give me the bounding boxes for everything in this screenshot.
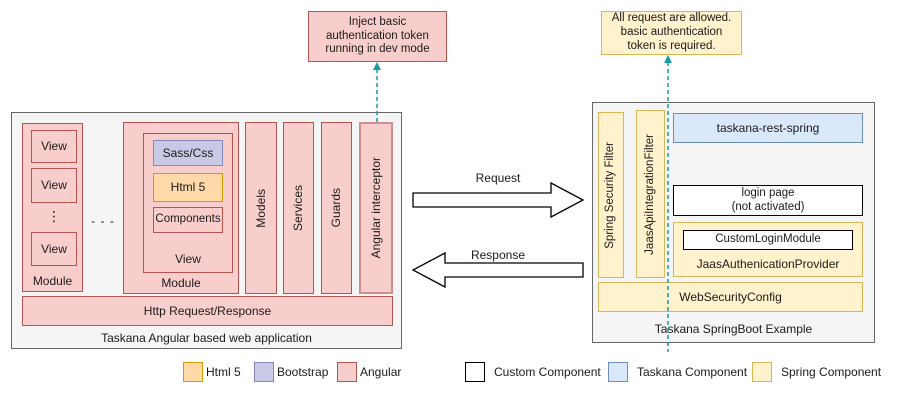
spring-security-filter-label: Spring Security Filter — [604, 141, 617, 249]
web-security-config-label: WebSecurityConfig — [679, 289, 782, 304]
legend-spring-component-label: Spring Component — [781, 365, 882, 379]
right-note-arrowhead — [664, 55, 672, 63]
note-all-requests-line1: All request are allowed. — [611, 12, 732, 25]
services-column: Services — [283, 122, 314, 294]
html5-label: Html 5 — [170, 180, 206, 195]
left-note-arrowhead — [373, 62, 381, 70]
legend-spring-component-swatch — [752, 362, 772, 382]
note-dev-token-text: Inject basic authentication token runnin… — [325, 15, 430, 56]
angular-interceptor-label: Angular interceptor — [368, 157, 383, 259]
legend-taskana-component: Taskana Component — [608, 362, 747, 382]
components-box: Components — [153, 207, 223, 233]
legend-html5-swatch — [183, 362, 203, 382]
legend-bootstrap: Bootstrap — [254, 362, 328, 382]
legend-bootstrap-label: Bootstrap — [277, 365, 329, 379]
view-box-1-label: View — [41, 139, 67, 154]
legend-html5: Html 5 — [183, 362, 241, 382]
custom-login-module-box: CustomLoginModule — [683, 230, 853, 250]
html5-box: Html 5 — [153, 173, 223, 202]
view-box-2-label: View — [41, 178, 67, 193]
legend-html5-label: Html 5 — [206, 365, 241, 379]
note-all-requests-line2: basic authentication — [620, 26, 723, 39]
taskana-rest-spring-box: taskana-rest-spring — [673, 113, 863, 143]
legend-taskana-component-label: Taskana Component — [637, 365, 748, 379]
sass-css-label: Sass/Css — [162, 145, 214, 160]
legend-angular: Angular — [337, 362, 401, 382]
jaas-api-integration-filter-label: JaasApiIntegrationFilter — [643, 133, 656, 255]
legend-taskana-component-swatch — [608, 362, 628, 382]
view-box-3: View — [31, 232, 77, 266]
note-all-requests: All request are allowed. basic authentic… — [601, 11, 742, 55]
request-label: Request — [475, 171, 521, 185]
response-label: Response — [470, 248, 526, 262]
web-security-config-box: WebSecurityConfig — [598, 282, 863, 312]
view-box-3-label: View — [41, 241, 67, 256]
module-2-view-label: View — [175, 252, 201, 266]
view-box-1: View — [31, 130, 77, 163]
legend-custom-component: Custom Component — [465, 362, 601, 382]
view-box-2: View — [31, 168, 77, 203]
request-arrow — [412, 181, 585, 219]
note-dev-token: Inject basic authentication token runnin… — [308, 11, 447, 62]
custom-login-module-label: CustomLoginModule — [715, 233, 821, 246]
springboot-title: Taskana SpringBoot Example — [654, 322, 813, 336]
guards-column: Guards — [321, 122, 352, 294]
guards-label: Guards — [329, 188, 344, 228]
login-page-line2: (not activated) — [731, 200, 805, 213]
login-page-box: login page (not activated) — [673, 185, 863, 216]
taskana-rest-spring-label: taskana-rest-spring — [716, 120, 820, 135]
vertical-ellipsis-glyph: ⋮ — [47, 207, 61, 224]
legend-custom-component-label: Custom Component — [494, 365, 601, 379]
sass-css-box: Sass/Css — [153, 140, 223, 166]
horizontal-ellipsis-glyph: - - - — [91, 213, 115, 228]
angular-app-title: Taskana Angular based web application — [101, 331, 312, 345]
http-request-response-bar: Http Request/Response — [22, 296, 393, 326]
note-all-requests-line3: token is required. — [627, 39, 716, 52]
jaas-authentication-provider-label: JaasAuthenicationProvider — [696, 257, 840, 271]
login-page-line1: login page — [741, 186, 795, 199]
legend-angular-swatch — [337, 362, 357, 382]
http-request-response-label: Http Request/Response — [143, 303, 272, 318]
module-1-label: Module — [32, 274, 73, 288]
services-label: Services — [291, 184, 306, 231]
legend-angular-label: Angular — [360, 365, 402, 379]
horizontal-ellipsis: - - - — [86, 212, 120, 230]
angular-interceptor-column: Angular interceptor — [359, 122, 393, 294]
legend-spring-component: Spring Component — [752, 362, 881, 382]
legend-bootstrap-swatch — [254, 362, 274, 382]
models-label: Models — [253, 188, 268, 228]
models-column: Models — [245, 122, 277, 294]
legend-custom-component-swatch — [465, 362, 485, 382]
components-label: Components — [155, 213, 221, 226]
module-2-label: Module — [161, 276, 201, 290]
vertical-ellipsis: ⋮ — [31, 204, 77, 228]
jaas-api-integration-filter-column: JaasApiIntegrationFilter — [636, 110, 665, 278]
spring-security-filter-column: Spring Security Filter — [598, 112, 624, 278]
